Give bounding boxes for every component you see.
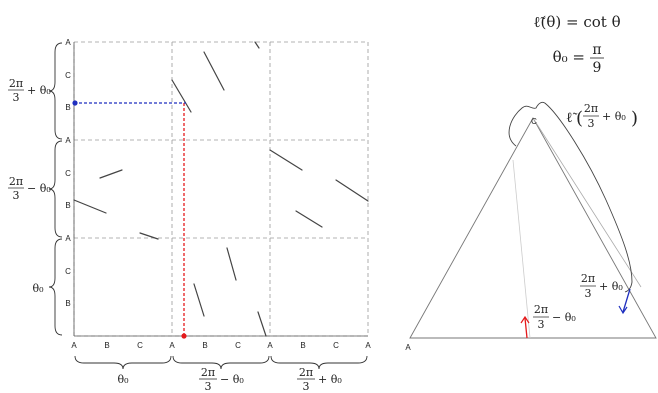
x-tick-label: C: [137, 341, 143, 350]
fraction-denominator: 3: [303, 380, 310, 393]
segment: [226, 247, 237, 281]
x-tick-label: B: [202, 341, 207, 350]
y-tick-label: A: [65, 38, 71, 47]
fraction-numerator: 2π: [299, 366, 313, 379]
left-group-labels: 2π 3 + θ₀ 2π 3 − θ₀ θ₀: [8, 77, 51, 295]
fraction-numerator: 2π: [534, 303, 548, 316]
blue-arrow: [622, 288, 631, 313]
x-tick-label: A: [365, 341, 371, 350]
left-axis-letters: A C B A C B A C B: [65, 38, 71, 308]
x-tick-label: C: [333, 341, 339, 350]
fraction-denominator: 9: [593, 60, 602, 76]
angle-label-tail: − θ₀: [552, 311, 576, 324]
segment: [335, 179, 369, 202]
triangle: [409, 117, 657, 339]
x-tick-label: B: [104, 341, 109, 350]
red-arrow-head: [520, 315, 530, 324]
x-tick-label: C: [235, 341, 241, 350]
brace-label-paren-close: ): [631, 108, 638, 129]
segment: [269, 149, 303, 171]
y-tick-label: A: [65, 234, 71, 243]
group-label-tail: + θ₀: [318, 373, 342, 386]
brace: [48, 238, 63, 336]
segment: [254, 41, 260, 49]
fraction-numerator: 2π: [9, 175, 23, 188]
fraction-denominator: 3: [205, 380, 212, 393]
x-tick-label: A: [169, 341, 175, 350]
fraction-numerator: 2π: [584, 102, 598, 115]
x-tick-label: A: [267, 341, 273, 350]
group-label-theta0: θ₀: [117, 373, 129, 386]
vertex-label-a: A: [405, 343, 411, 352]
fraction-denominator: 3: [13, 91, 20, 104]
group-label-theta0: θ₀: [32, 282, 44, 295]
red-arrow: [524, 317, 528, 339]
brace-label-tail: + θ₀: [602, 110, 626, 123]
brace-curve: [508, 101, 633, 293]
segment: [139, 232, 159, 240]
bottom-axis-letters: A B C A B C A B C A: [71, 341, 371, 350]
fraction-numerator: 2π: [201, 366, 215, 379]
fraction-numerator: 2π: [9, 77, 23, 90]
group-label-tail: − θ₀: [27, 182, 51, 195]
left-braces: [48, 42, 63, 336]
formula: ℓ̃(θ) = cot θ θ₀ = π 9: [533, 13, 620, 76]
brace: [270, 355, 368, 370]
segment: [99, 169, 123, 179]
inner-line-right: [532, 117, 642, 288]
angle-label-tail: + θ₀: [599, 280, 623, 293]
vertex-label-c: C: [531, 117, 537, 126]
segment: [257, 311, 267, 337]
bottom-group-labels: θ₀ 2π 3 − θ₀ 2π 3 + θ₀: [117, 366, 342, 393]
red-dot: [181, 333, 187, 339]
fraction-denominator: 3: [588, 117, 595, 130]
blue-dot: [72, 100, 78, 106]
brace: [74, 355, 172, 370]
x-tick-label: B: [300, 341, 305, 350]
segment: [171, 79, 192, 113]
group-label-tail: + θ₀: [27, 84, 51, 97]
y-tick-label: B: [65, 299, 70, 308]
fraction-numerator: 2π: [581, 272, 595, 285]
brace: [48, 42, 63, 140]
y-tick-label: C: [65, 169, 71, 178]
fraction-denominator: 3: [13, 189, 20, 202]
inner-line-left: [512, 159, 531, 339]
y-tick-label: A: [65, 136, 71, 145]
group-label-tail: − θ₀: [220, 373, 244, 386]
x-tick-label: A: [71, 341, 77, 350]
bottom-braces: [74, 355, 368, 370]
grid-plot: A B C A B C A B C A A C B A C B A C B: [8, 38, 371, 393]
segment: [295, 210, 323, 228]
segment: [73, 199, 107, 214]
fraction-denominator: 3: [538, 318, 545, 331]
segment: [203, 51, 225, 91]
segment: [193, 283, 205, 317]
grid-frame: [73, 41, 369, 337]
y-tick-label: B: [65, 201, 70, 210]
blue-arrow-head: [618, 305, 628, 315]
brace: [48, 140, 63, 238]
formula-line-1: ℓ̃(θ) = cot θ: [533, 13, 620, 31]
brace-label-ell: ℓ̃: [566, 110, 578, 126]
fraction-numerator: π: [592, 42, 601, 58]
y-tick-label: C: [65, 267, 71, 276]
brace-label-paren-open: (: [576, 108, 583, 129]
fraction-denominator: 3: [585, 287, 592, 300]
triangle-figure: C A ℓ̃ ( 2π 3 + θ₀ ) 2π 3 + θ₀ 2π 3 − θ₀: [405, 101, 657, 352]
formula-lhs: θ₀ =: [553, 48, 585, 66]
y-tick-label: C: [65, 71, 71, 80]
y-tick-label: B: [65, 103, 70, 112]
brace: [172, 355, 270, 370]
